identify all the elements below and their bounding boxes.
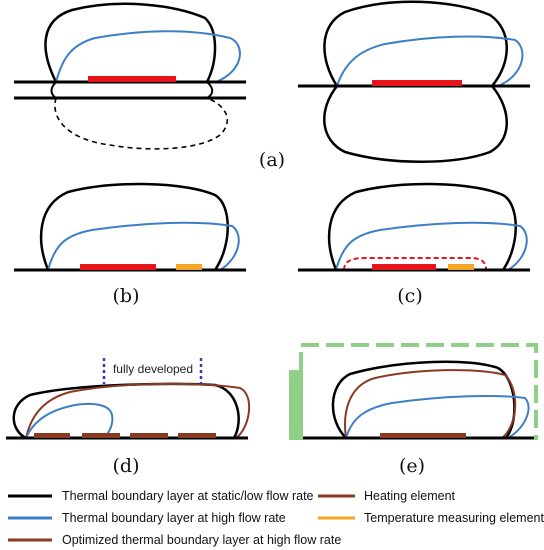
panel-e <box>289 343 538 440</box>
legend-label-optimized: Optimized thermal boundary layer at high… <box>62 533 341 547</box>
heating-element <box>88 76 176 82</box>
panel-d-label: (d) <box>113 455 140 477</box>
optimized-boundary-layer <box>344 369 517 439</box>
heating-element-2 <box>82 433 120 438</box>
panel-e-label: (e) <box>399 455 425 477</box>
panel-b-label: (b) <box>113 285 140 307</box>
expanded-boundary-layer-dashed <box>343 257 487 271</box>
insulation-block <box>289 370 303 440</box>
heating-element-4 <box>178 433 216 438</box>
panel-c <box>298 182 530 272</box>
optimized-boundary-layer <box>25 382 251 439</box>
membrane-gap-connector <box>50 81 214 99</box>
panel-a-left <box>14 2 246 150</box>
insulation-enclosure-dashed <box>299 343 538 440</box>
panel-c-label: (c) <box>397 285 422 307</box>
static-boundary-layer <box>12 382 240 440</box>
panel-b <box>14 182 246 272</box>
high-flow-boundary-layer <box>336 35 524 87</box>
high-flow-boundary-layer <box>345 394 530 439</box>
panel-a-right <box>298 0 530 163</box>
legend-label-heating: Heating element <box>364 489 456 503</box>
heating-element <box>372 264 436 270</box>
heating-element-1 <box>34 433 70 438</box>
fully-developed-label: fully developed <box>113 362 193 376</box>
static-boundary-layer <box>327 182 517 271</box>
panel-d: fully developed <box>6 358 251 440</box>
static-boundary-layer <box>44 2 217 83</box>
heating-element <box>372 80 462 86</box>
heating-element <box>80 264 156 270</box>
legend-label-temperature: Temperature measuring element <box>364 511 544 525</box>
high-flow-boundary-layer <box>47 221 240 271</box>
legend-label-high-flow: Thermal boundary layer at high flow rate <box>62 511 286 525</box>
legend-label-static: Thermal boundary layer at static/low flo… <box>62 489 314 503</box>
legend: Thermal boundary layer at static/low flo… <box>8 489 544 547</box>
temperature-measuring-element <box>448 264 474 270</box>
high-flow-boundary-layer <box>25 402 114 439</box>
lower-boundary-layer-dashed <box>54 97 229 150</box>
temperature-measuring-element <box>176 264 202 270</box>
high-flow-boundary-layer <box>335 221 528 271</box>
heating-element <box>380 433 466 438</box>
high-flow-boundary-layer <box>55 30 241 83</box>
panel-a-label: (a) <box>259 149 285 171</box>
static-boundary-layer <box>39 182 229 271</box>
heating-element-3 <box>130 433 168 438</box>
